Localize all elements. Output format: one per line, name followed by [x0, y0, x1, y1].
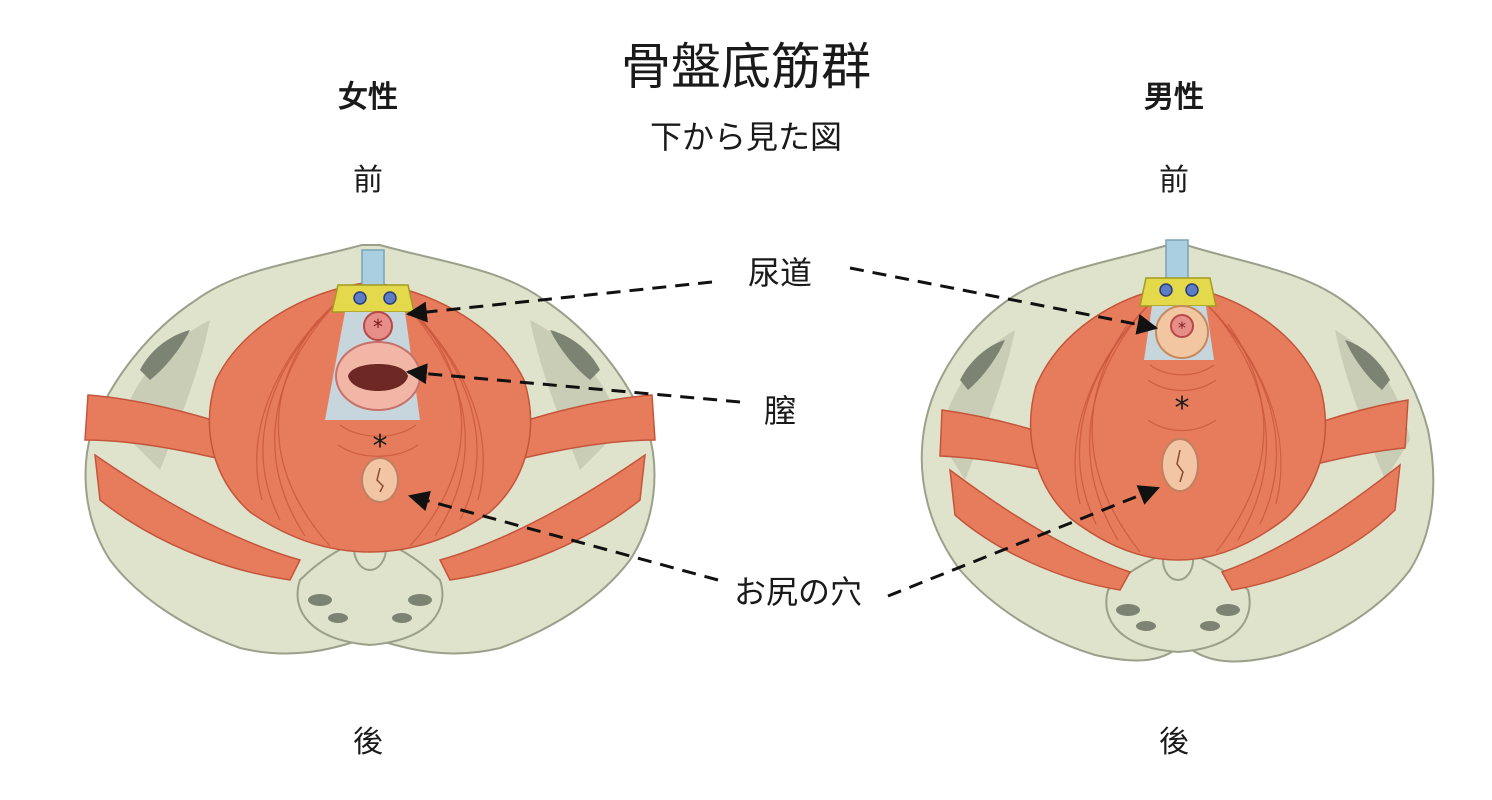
arrow-urethra-female — [405, 280, 713, 323]
female-pelvis-illustration: * * — [84, 244, 656, 655]
male-back-label: 後 — [1159, 725, 1189, 760]
female-anus — [361, 457, 399, 503]
male-pelvis-illustration: * * — [920, 239, 1435, 663]
svg-text:*: * — [373, 315, 383, 339]
vagina-callout: 膣 — [764, 392, 796, 430]
male-urethra: * — [1155, 305, 1209, 359]
female-back-label: 後 — [353, 725, 383, 760]
page-title: 骨盤底筋群 — [621, 38, 871, 96]
male-label: 男性 — [1144, 80, 1204, 115]
female-urethra: * — [363, 311, 393, 341]
male-front-label: 前 — [1159, 163, 1189, 198]
svg-text:*: * — [1178, 318, 1186, 337]
female-vagina — [335, 341, 421, 411]
urethra-callout: 尿道 — [748, 254, 812, 292]
male-anus — [1161, 438, 1199, 492]
female-label: 女性 — [338, 80, 398, 115]
arrow-anus-male — [887, 485, 1160, 598]
female-front-label: 前 — [353, 163, 383, 198]
anus-callout: お尻の穴 — [734, 573, 862, 611]
male-perineum-marker: * — [1175, 391, 1190, 426]
page-subtitle: 下から見た図 — [650, 118, 842, 156]
arrow-anus-female — [407, 490, 719, 582]
female-perineum-marker: * — [373, 429, 388, 464]
arrow-urethra-male — [849, 266, 1159, 335]
arrow-vagina-female — [405, 363, 741, 404]
